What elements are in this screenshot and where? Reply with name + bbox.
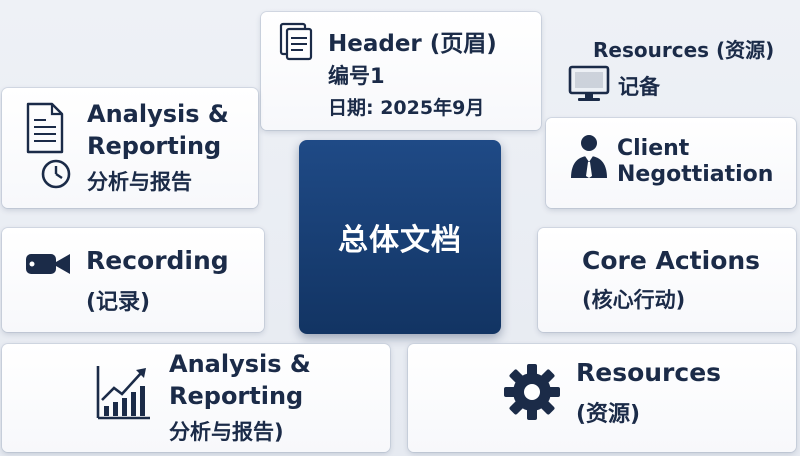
- header-card-date: 日期: 2025年9月: [328, 97, 485, 119]
- bar-chart-trend-icon: [96, 366, 150, 420]
- resources-top-subtitle: 记备: [618, 75, 660, 99]
- analysis-bottom-line3: 分析与报告): [169, 420, 284, 444]
- video-camera-icon: [26, 254, 70, 274]
- analysis-top-line1: Analysis &: [87, 100, 229, 128]
- analysis-bottom-line1: Analysis &: [169, 350, 311, 378]
- analysis-top-line3: 分析与报告: [87, 170, 192, 194]
- monitor-icon: [568, 65, 610, 101]
- analysis-bottom-line2: Reporting: [169, 382, 304, 410]
- client-line2: Negottiation: [617, 162, 774, 187]
- resources-bottom-line2: (资源): [576, 402, 641, 427]
- resources-card-bottom: [408, 344, 796, 452]
- resources-top-title: Resources (资源): [593, 38, 775, 62]
- recording-line1: Recording: [86, 246, 229, 275]
- businessman-icon: [571, 135, 607, 178]
- analysis-reporting-card-bottom: [2, 344, 390, 452]
- header-card-title: Header (页眉): [328, 31, 497, 57]
- center-overall-document: 总体文档: [299, 140, 501, 334]
- document-clock-icon: [26, 102, 71, 189]
- recording-line2: (记录): [86, 290, 151, 315]
- client-line1: Client: [617, 136, 690, 161]
- header-card-number: 编号1: [328, 64, 385, 88]
- center-title: 总体文档: [338, 223, 462, 258]
- analysis-top-line2: Reporting: [87, 132, 222, 160]
- folder-document-icon: [279, 22, 313, 61]
- analysis-reporting-card-top: [2, 88, 258, 208]
- recording-card: [2, 228, 264, 332]
- gear-icon: [504, 364, 560, 420]
- core-actions-line1: Core Actions: [582, 246, 761, 275]
- core-actions-line2: (核心行动): [582, 288, 686, 312]
- core-actions-card: [538, 228, 796, 332]
- resources-bottom-line1: Resources: [576, 358, 722, 387]
